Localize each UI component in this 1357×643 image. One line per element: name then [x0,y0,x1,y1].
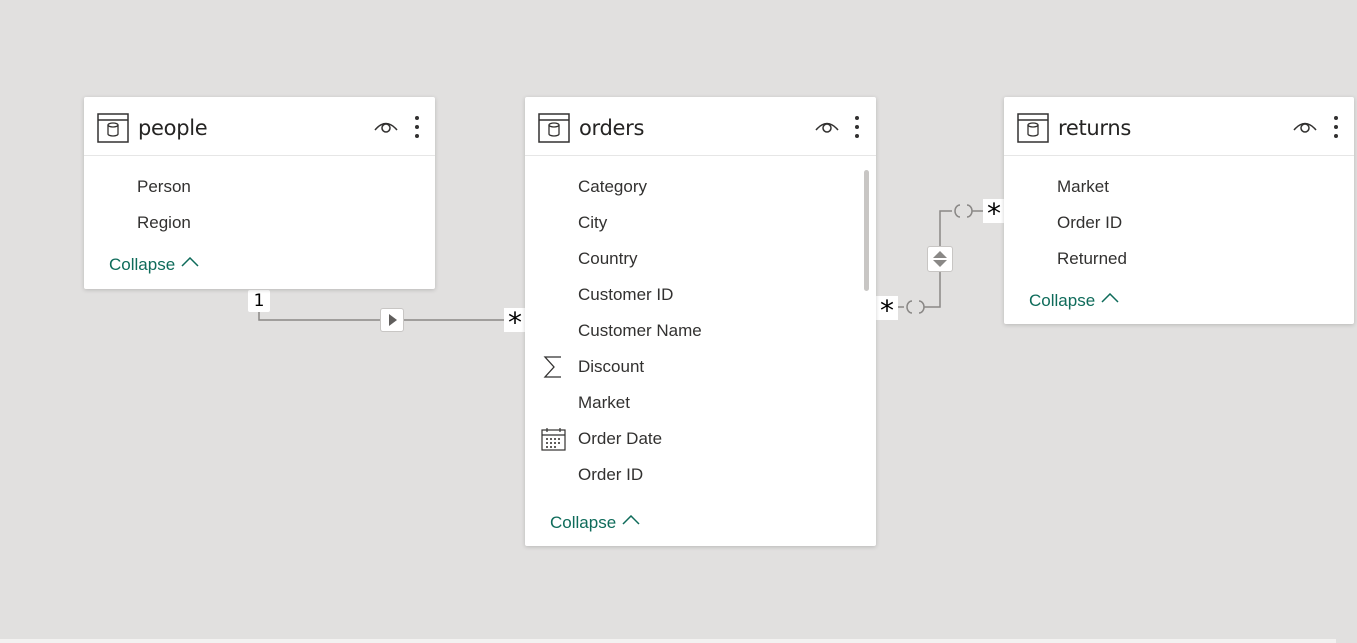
field-label: Order ID [578,465,644,484]
table-title: returns [1058,116,1132,140]
field-country[interactable]: Country [525,241,702,277]
scrollbar-thumb[interactable] [864,170,869,291]
field-customer-id[interactable]: Customer ID [525,277,702,313]
field-label: Market [1057,177,1109,196]
collapse-label: Collapse [109,255,176,274]
eye-icon[interactable] [814,117,840,137]
field-label: Order ID [1057,213,1123,232]
table-icon [538,113,570,143]
relationship-connector-returns-side [954,204,973,218]
field-list: Market Order ID Returned [1004,169,1127,277]
table-card-returns[interactable]: returns Market Order ID Returned Collaps… [1004,97,1354,324]
field-list: Person Region [84,169,191,241]
field-label: Category [578,177,647,196]
table-title: orders [579,116,645,140]
field-label: Market [578,393,630,412]
collapse-button[interactable]: Collapse [1029,291,1119,311]
field-category[interactable]: Category [525,169,702,205]
table-card-people[interactable]: people Person Region Collapse [84,97,435,289]
collapse-label: Collapse [1029,291,1096,310]
table-icon [97,113,129,143]
field-order-date[interactable]: Order Date [525,421,702,457]
field-label: Returned [1057,249,1127,268]
cardinality-one-people: 1 [248,290,270,312]
field-order-id[interactable]: Order ID [1004,205,1127,241]
table-title: people [138,116,208,140]
cardinality-many-orders-returns: * [876,296,898,326]
field-label: Person [137,177,191,196]
field-label: Customer Name [578,321,702,340]
eye-icon[interactable] [1292,117,1318,137]
chevron-up-icon [622,514,640,525]
calendar-icon [541,428,566,451]
eye-icon[interactable] [373,117,399,137]
table-card-orders[interactable]: orders Category City Country Customer ID… [525,97,876,546]
collapse-label: Collapse [550,513,617,532]
triangle-right-icon [389,314,397,326]
relationship-connector-orders-side [906,300,925,314]
field-customer-name[interactable]: Customer Name [525,313,702,349]
field-person[interactable]: Person [84,169,191,205]
cardinality-many-orders: * [504,308,526,338]
collapse-button[interactable]: Collapse [550,513,640,533]
field-label: Discount [578,357,645,376]
bidirectional-arrow-icon[interactable] [927,246,953,272]
relationship-line-people-orders [258,312,525,321]
field-list: Category City Country Customer ID Custom… [525,169,702,493]
field-label: Country [578,249,638,268]
single-direction-arrow-icon[interactable] [380,308,404,332]
field-order-id[interactable]: Order ID [525,457,702,493]
field-city[interactable]: City [525,205,702,241]
field-region[interactable]: Region [84,205,191,241]
field-market[interactable]: Market [1004,169,1127,205]
collapse-button[interactable]: Collapse [109,255,199,275]
horizontal-scrollbar-track[interactable] [0,639,1336,643]
more-options-icon[interactable] [1330,113,1342,141]
field-market[interactable]: Market [525,385,702,421]
field-label: Customer ID [578,285,674,304]
more-options-icon[interactable] [851,113,863,141]
field-label: City [578,213,608,232]
chevron-up-icon [1101,292,1119,303]
field-returned[interactable]: Returned [1004,241,1127,277]
cardinality-many-returns: * [983,199,1005,229]
sigma-icon [543,356,561,378]
table-header[interactable]: orders [525,97,876,156]
table-header[interactable]: people [84,97,435,156]
chevron-up-icon [181,256,199,267]
field-label: Order Date [578,429,663,448]
more-options-icon[interactable] [411,113,423,141]
table-icon [1017,113,1049,143]
table-header[interactable]: returns [1004,97,1354,156]
up-down-triangle-icon [933,251,947,267]
field-label: Region [137,213,191,232]
field-discount[interactable]: Discount [525,349,702,385]
